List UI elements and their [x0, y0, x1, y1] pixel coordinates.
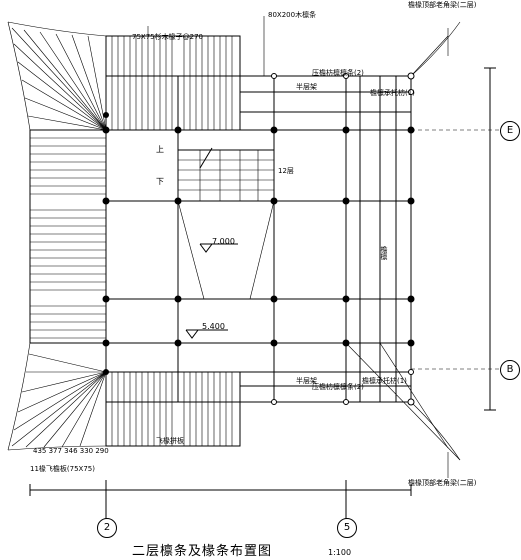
left-rafter-band: [29, 129, 107, 344]
top-rafters: [111, 36, 233, 130]
ridge-label: 檐檩: [380, 246, 388, 260]
eave-corner-bottom-right: [345, 342, 461, 461]
eave-bottom-label: 檐椽顶部老角梁(二层): [408, 479, 477, 487]
elevation-lower-label: 7.000: [212, 237, 235, 246]
eave-corner-bottom-left: [7, 342, 107, 451]
bottom-rafters: [111, 372, 233, 446]
axis-bubble-5: 5: [337, 518, 357, 538]
purlin-1-top-label: 檐檩承托枋(1): [370, 89, 415, 97]
drawing-title: 二层檩条及椽条布置图: [132, 544, 273, 559]
eave-corner-top-right: [410, 21, 461, 77]
bottom-rafter-block: [105, 371, 241, 447]
elev-marker-lower: [199, 243, 213, 253]
drawing-scale: 1:100: [328, 548, 352, 557]
axis-bubble-e: E: [500, 121, 520, 141]
flying-rafter-label: 飞椽拼板: [156, 437, 184, 445]
axis-bubble-b: B: [500, 360, 520, 380]
stair-outline: [177, 149, 275, 202]
dimensions-label: 435 377 346 330 290: [33, 447, 109, 455]
purlin-size-label: 80X200木檩条: [268, 11, 317, 19]
stair-up-label: 上: [156, 145, 164, 154]
axis-bubble-2: 2: [97, 518, 117, 538]
elevation-upper-label: 5.400: [202, 322, 225, 331]
half-frame-top-label: 半层架: [296, 83, 317, 91]
half-frame-bottom-label: 半层架: [296, 377, 317, 385]
columns: [102, 112, 415, 375]
bottom-rafter-label: 11椽飞檐板(75X75): [30, 465, 95, 473]
purlin-2-top-label: 压檐枋檩檩条(2): [312, 69, 364, 77]
purlin-1-bottom-label: 檐檩承托枋(1): [362, 377, 407, 385]
left-rafters: [30, 137, 106, 339]
purlin-2-bottom-label: 压檐枋檩檩条(2): [312, 383, 364, 391]
top-rafter-block: [105, 35, 241, 131]
stair-flight-label: 12层: [278, 167, 294, 175]
stair-arrow: [199, 147, 213, 169]
stair-down-label: 下: [156, 177, 164, 186]
small-columns: [271, 72, 415, 406]
eave-corner-top-left: [7, 21, 107, 131]
eave-top-label: 檐椽顶部老角梁(二层): [408, 1, 477, 9]
outer-frame: [105, 75, 412, 403]
rafter-spacing-label: 75X75杉木椽子@270: [132, 33, 203, 41]
elev-marker-upper: [185, 329, 199, 339]
